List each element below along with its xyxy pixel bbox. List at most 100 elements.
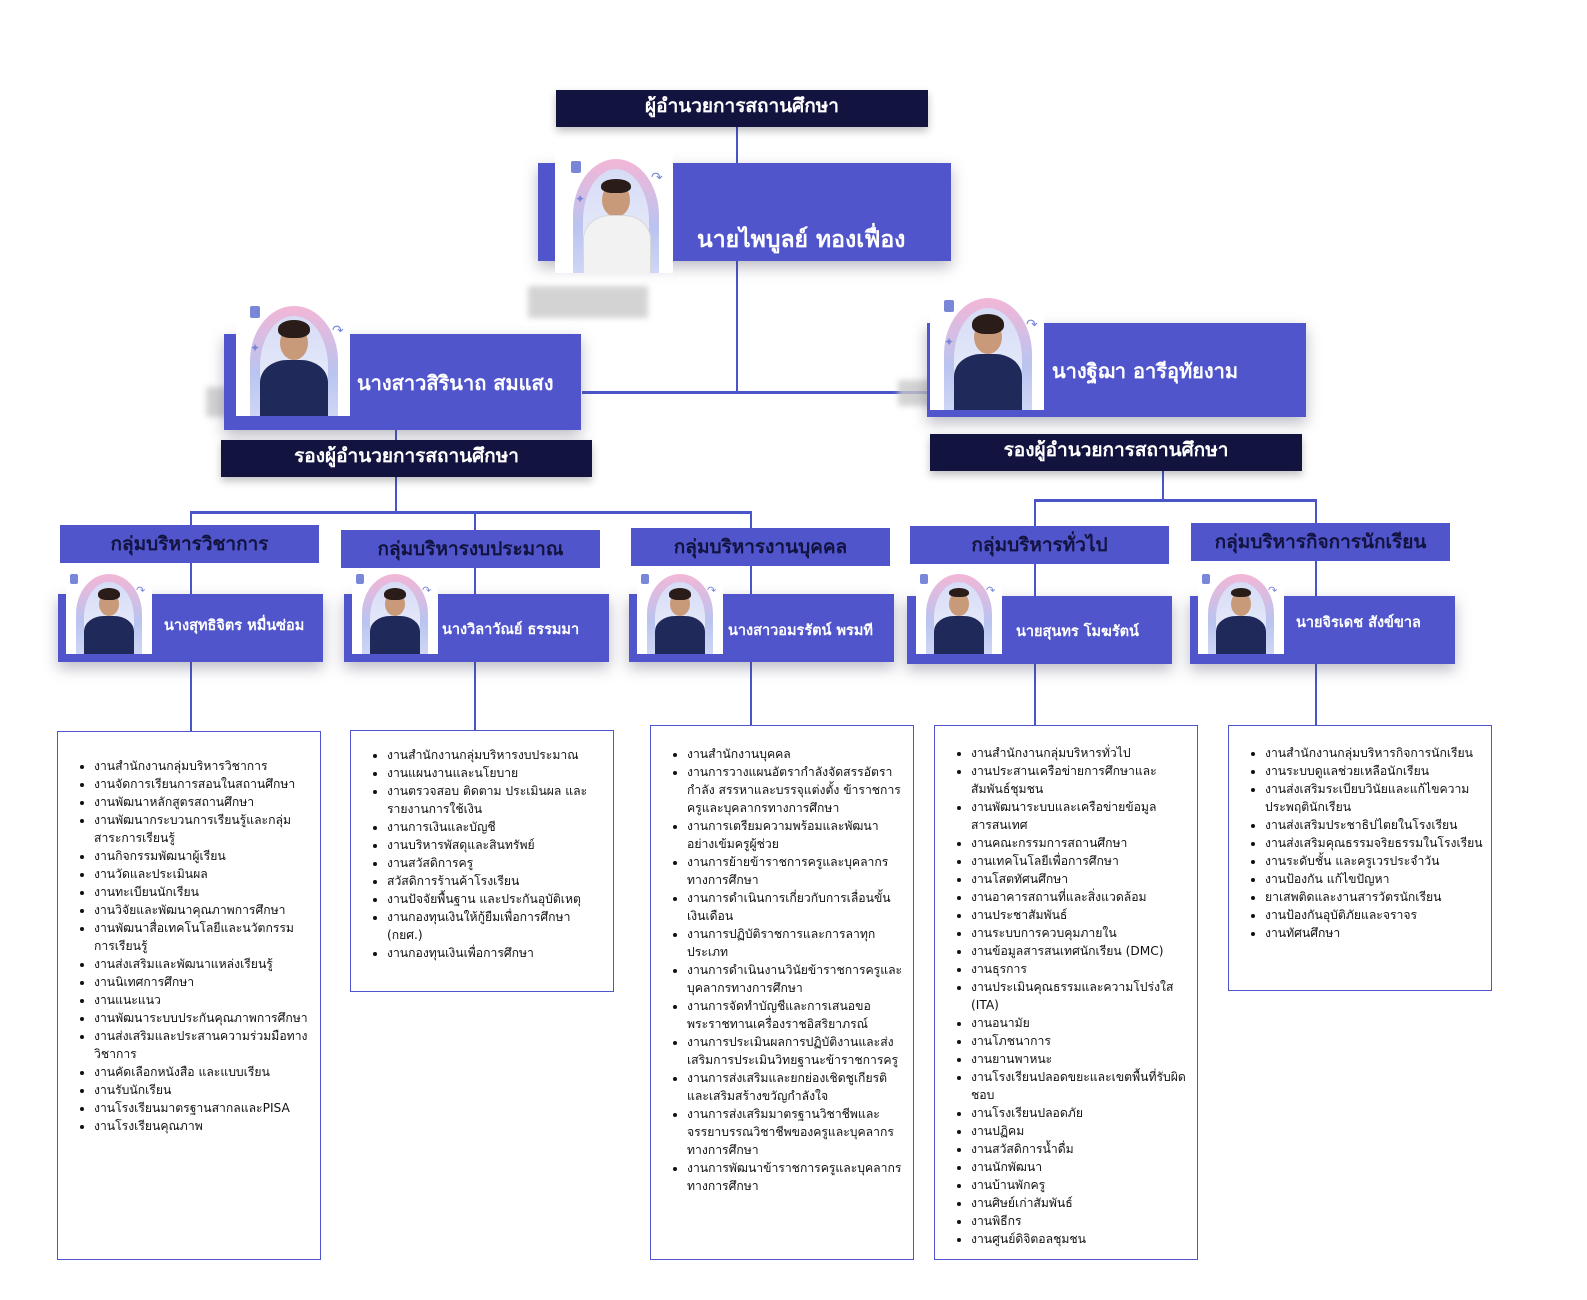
list-item: งานส่งเสริมระเบียบวินัยและแก้ไขความประพฤ… <box>1265 780 1483 816</box>
list-item: งานนิเทศการศึกษา <box>94 973 312 991</box>
list-item: งานประชาสัมพันธ์ <box>971 906 1189 924</box>
group-head-photo-budget: ↷ <box>352 568 438 654</box>
list-item: งานการประเมินผลการปฏิบัติงานและส่งเสริมก… <box>687 1033 905 1069</box>
deputy-left-title-bar: รองผู้อำนวยการสถานศึกษา <box>221 440 592 477</box>
list-item: งานเทคโนโลยีเพื่อการศึกษา <box>971 852 1189 870</box>
blurred-block <box>528 286 648 318</box>
document-icon <box>250 306 260 318</box>
list-item: ยาเสพติดและงานสารวัตรนักเรียน <box>1265 888 1483 906</box>
document-icon <box>641 574 649 584</box>
list-item: งานกองทุนเงินเพื่อการศึกษา <box>387 944 605 962</box>
sparkle-icon: ✦ <box>944 335 955 349</box>
list-item: งานสวัสดิการครู <box>387 854 605 872</box>
group-head-photo-personnel: ↷ <box>637 568 723 654</box>
list-item: งานพัฒนาสื่อเทคโนโลยีและนวัตกรรมการเรียน… <box>94 919 312 955</box>
curved-arrow-icon: ↷ <box>332 323 344 339</box>
task-list-personnel: งานสำนักงานบุคคล งานการวางแผนอัตรากำลังจ… <box>650 725 914 1260</box>
list-item: งานพัฒนาระบบและเครือข่ายข้อมูลสารสนเทศ <box>971 798 1189 834</box>
document-icon <box>944 300 954 312</box>
list-item: งานคณะกรรมการสถานศึกษา <box>971 834 1189 852</box>
group-head-photo-student-affairs: ↷ <box>1198 568 1284 654</box>
group-title-budget: กลุ่มบริหารงบประมาณ <box>341 530 600 568</box>
list-item: งานส่งเสริมและประสานความร่วมมือทางวิชากา… <box>94 1027 312 1063</box>
task-list-academic: งานสำนักงานกลุ่มบริหารวิชาการ งานจัดการเ… <box>57 731 321 1260</box>
list-item: งานโรงเรียนปลอดขยะและเขตพื้นที่รับผิดชอบ <box>971 1068 1189 1104</box>
list-item: งานแนะแนว <box>94 991 312 1009</box>
list-item: งานการส่งเสริมมาตรฐานวิชาชีพและจรรยาบรรณ… <box>687 1105 905 1159</box>
list-item: งานพิธีกร <box>971 1212 1189 1230</box>
list-item: งานอนามัย <box>971 1014 1189 1032</box>
director-photo: ✦ ↷ <box>555 153 673 273</box>
list-item: งานการวางแผนอัตรากำลังจัดสรรอัตรากำลัง ส… <box>687 763 905 817</box>
group-head-name-personnel: นางสาวอมรรัตน์ พรมที <box>728 623 873 639</box>
list-item: งานพัฒนาหลักสูตรสถานศึกษา <box>94 793 312 811</box>
list-item: งานแผนงานและนโยบาย <box>387 764 605 782</box>
group-head-photo-academic: ↷ <box>66 568 152 654</box>
group-title-academic: กลุ่มบริหารวิชาการ <box>60 525 319 563</box>
list-item: งานกิจกรรมพัฒนาผู้เรียน <box>94 847 312 865</box>
list-item: งานกองทุนเงินให้กู้ยืมเพื่อการศึกษา (กยศ… <box>387 908 605 944</box>
list-item: งานจัดการเรียนการสอนในสถานศึกษา <box>94 775 312 793</box>
list-item: งานป้องกัน แก้ไขปัญหา <box>1265 870 1483 888</box>
group-head-name-academic: นางสุทธิจิตร หมื่นซ่อม <box>164 618 305 634</box>
list-item: งานอาคารสถานที่และสิ่งแวดล้อม <box>971 888 1189 906</box>
deputy-right-name: นางฐิฌา อารีอุทัยงาม <box>1052 359 1239 383</box>
list-item: งานสำนักงานกลุ่มบริหารงบประมาณ <box>387 746 605 764</box>
connector-deputies-horizontal <box>582 391 927 394</box>
list-item: งานวัดและประเมินผล <box>94 865 312 883</box>
task-list-general: งานสำนักงานกลุ่มบริหารทั่วไป งานประสานเค… <box>934 725 1198 1260</box>
list-item: งานปฏิคม <box>971 1122 1189 1140</box>
blurred-block <box>898 380 932 406</box>
deputy-left-title: รองผู้อำนวยการสถานศึกษา <box>294 445 519 467</box>
connector-right-deputy-down <box>1162 470 1164 502</box>
list-item: งานข้อมูลสารสนเทศนักเรียน (DMC) <box>971 942 1189 960</box>
list-item: งานบ้านพักครู <box>971 1176 1189 1194</box>
list-item: งานคัดเลือกหนังสือ และแบบเรียน <box>94 1063 312 1081</box>
group-head-name-student-affairs: นายจิรเดช สังข์ขาล <box>1296 615 1421 631</box>
list-item: งานการส่งเสริมและยกย่องเชิดชูเกียรติและเ… <box>687 1069 905 1105</box>
list-item: งานสำนักงานกลุ่มบริหารกิจการนักเรียน <box>1265 744 1483 762</box>
list-item: สวัสดิการร้านค้าโรงเรียน <box>387 872 605 890</box>
list-item: งานสำนักงานบุคคล <box>687 745 905 763</box>
list-item: งานส่งเสริมประชาธิปไตยในโรงเรียน <box>1265 816 1483 834</box>
task-list-student-affairs: งานสำนักงานกลุ่มบริหารกิจการนักเรียน งาน… <box>1228 725 1492 991</box>
list-item: งานโภชนาการ <box>971 1032 1189 1050</box>
list-item: งานการพัฒนาข้าราชการครูและบุคลากรทางการศ… <box>687 1159 905 1195</box>
curved-arrow-icon: ↷ <box>986 584 996 597</box>
document-icon <box>356 574 364 584</box>
list-item: งานสำนักงานกลุ่มบริหารวิชาการ <box>94 757 312 775</box>
document-icon <box>70 574 78 584</box>
list-item: งานการจัดทำบัญชีและการเสนอขอพระราชทานเคร… <box>687 997 905 1033</box>
list-item: งานโสตทัศนศึกษา <box>971 870 1189 888</box>
group-head-photo-general: ↷ <box>916 568 1002 654</box>
list-item: งานการเตรียมความพร้อมและพัฒนาอย่างเข้มคร… <box>687 817 905 853</box>
group-head-name-budget: นางวิลาวัณย์ ธรรมมา <box>442 622 580 638</box>
list-item: งานการเงินและบัญชี <box>387 818 605 836</box>
list-item: งานทะเบียนนักเรียน <box>94 883 312 901</box>
task-items-general: งานสำนักงานกลุ่มบริหารทั่วไป งานประสานเค… <box>935 744 1197 1248</box>
deputy-right-photo: ✦ ↷ <box>930 290 1044 410</box>
group-head-name-general: นายสุนทร โมฆรัตน์ <box>1016 624 1139 640</box>
director-name: นายไพบูลย์ ทองเฟื่อง <box>697 227 906 253</box>
list-item: งานการปฏิบัติราชการและการลาทุกประเภท <box>687 925 905 961</box>
list-item: งานการดำเนินการเกี่ยวกับการเลื่อนขั้นเงิ… <box>687 889 905 925</box>
connector-left-groups-horizontal <box>190 511 751 514</box>
task-items-budget: งานสำนักงานกลุ่มบริหารงบประมาณ งานแผนงาน… <box>351 746 613 962</box>
curved-arrow-icon: ↷ <box>1026 317 1038 333</box>
deputy-right-title-bar: รองผู้อำนวยการสถานศึกษา <box>930 434 1302 471</box>
list-item: งานประสานเครือข่ายการศึกษาและสัมพันธ์ชุม… <box>971 762 1189 798</box>
list-item: งานโรงเรียนปลอดภัย <box>971 1104 1189 1122</box>
curved-arrow-icon: ↷ <box>707 584 717 597</box>
sparkle-icon: ✦ <box>250 341 261 355</box>
sparkle-icon: ✦ <box>575 192 586 206</box>
document-icon <box>920 574 928 584</box>
list-item: งานป้องกันอุบัติภัยและจราจร <box>1265 906 1483 924</box>
curved-arrow-icon: ↷ <box>651 170 663 186</box>
list-item: งานบริหารพัสดุและสินทรัพย์ <box>387 836 605 854</box>
list-item: งานศูนย์ดิจิตอลชุมชน <box>971 1230 1189 1248</box>
document-icon <box>571 161 581 173</box>
curved-arrow-icon: ↷ <box>136 584 146 597</box>
list-item: งานส่งเสริมและพัฒนาแหล่งเรียนรู้ <box>94 955 312 973</box>
list-item: งานสำนักงานกลุ่มบริหารทั่วไป <box>971 744 1189 762</box>
group-title-student-affairs: กลุ่มบริหารกิจการนักเรียน <box>1191 523 1450 561</box>
